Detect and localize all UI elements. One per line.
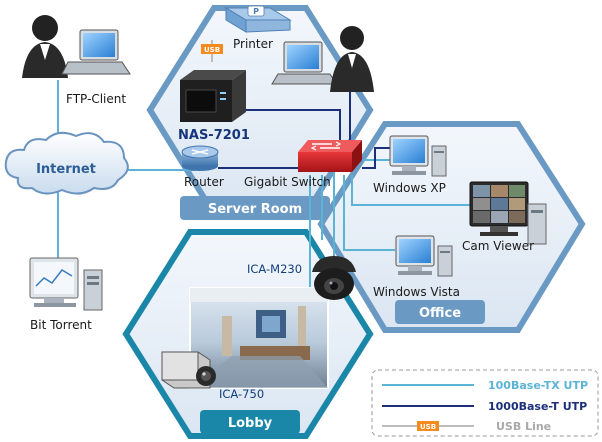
printer: P Printer USB: [201, 5, 292, 54]
tower-icon: [431, 145, 447, 177]
cam-viewer-label: Cam Viewer: [462, 239, 534, 253]
cam-viewer: Cam Viewer: [462, 181, 547, 253]
ica-m230-camera: ICA-M230: [247, 256, 356, 300]
legend-label-usb: USB Line: [496, 420, 551, 433]
bit-torrent-pc: Bit Torrent: [29, 257, 103, 332]
internet-label: Internet: [36, 162, 96, 177]
gigabit-switch-label: Gigabit Switch: [244, 175, 331, 189]
lobby-photo: [189, 287, 329, 389]
legend: 100Base-TX UTP 1000Base-T UTP USB USB Li…: [371, 369, 599, 437]
ftp-client-label: FTP-Client: [66, 92, 126, 106]
printer-badge: P: [253, 7, 259, 16]
cloud-icon: [4, 131, 129, 195]
person-icon: [22, 15, 68, 78]
tower-icon: [83, 269, 103, 311]
legend-box: [371, 369, 599, 437]
ica-750-camera: ICA-750: [161, 351, 264, 401]
legend-usb-tag-label: USB: [420, 423, 436, 431]
router-icon: [181, 145, 219, 171]
ftp-client: FTP-Client: [22, 15, 131, 106]
monitor-icon: [29, 257, 79, 307]
nas-icon: [180, 70, 246, 122]
laptop-icon: [61, 29, 131, 75]
zone-server-room-label: Server Room: [208, 202, 302, 217]
admin-user: [271, 26, 374, 92]
windows-xp-label: Windows XP: [373, 181, 446, 195]
zone-lobby-label: Lobby: [228, 416, 273, 431]
usb-tag-label: USB: [204, 46, 220, 54]
monitor-icon: [395, 235, 435, 275]
windows-vista-label: Windows Vista: [373, 285, 460, 299]
zone-lobby-banner: [200, 410, 300, 434]
tower-icon: [437, 245, 453, 277]
line-switch-camviewer: [351, 175, 470, 206]
line-switch-vista: [343, 175, 395, 251]
monitor-icon: [389, 135, 429, 175]
ica-750-label: ICA-750: [219, 387, 264, 401]
printer-label: Printer: [233, 37, 273, 51]
gigabit-switch: Gigabit Switch: [244, 140, 362, 189]
line-switch-xp: [362, 147, 390, 169]
ica-m230-label: ICA-M230: [247, 262, 302, 276]
router: Router: [181, 145, 224, 189]
dome-camera-icon: [312, 256, 356, 300]
printer-icon: P: [224, 5, 292, 33]
switch-icon: [298, 140, 362, 172]
windows-vista-pc: Windows Vista: [373, 235, 460, 299]
windows-xp-pc: Windows XP: [373, 135, 447, 195]
tower-icon: [527, 203, 547, 245]
nas-label: NAS-7201: [178, 128, 250, 143]
monitor-icon: [469, 181, 529, 236]
legend-label-100: 100Base-TX UTP: [488, 379, 588, 392]
zone-server-room-banner: [180, 196, 330, 220]
nas-device: NAS-7201: [178, 70, 250, 143]
legend-usb-tag: [417, 421, 439, 431]
box-camera-icon: [161, 351, 216, 389]
legend-label-1000: 1000Base-T UTP: [488, 400, 587, 413]
router-label: Router: [184, 175, 224, 189]
internet-cloud: Internet: [4, 131, 129, 195]
laptop-icon: [271, 41, 337, 85]
usb-tag: [201, 44, 223, 54]
line-nas-switch: [245, 109, 341, 148]
person-icon: [330, 26, 374, 92]
bit-torrent-label: Bit Torrent: [30, 318, 92, 332]
zone-office-label: Office: [419, 306, 461, 321]
zone-office-banner: [395, 300, 485, 324]
